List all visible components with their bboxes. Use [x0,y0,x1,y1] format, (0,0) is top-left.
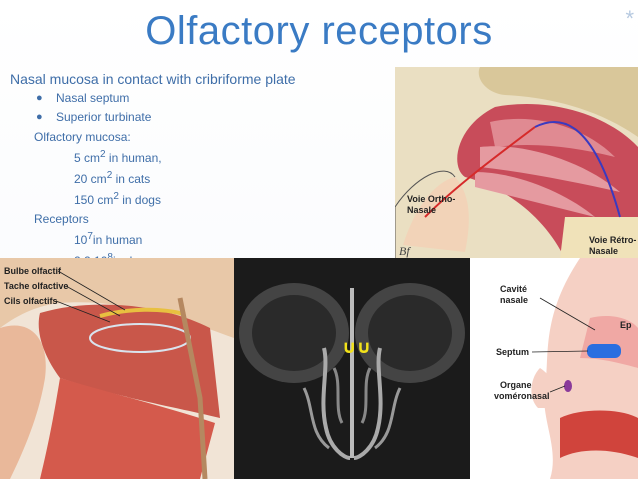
label-vomeronasal: voméronasal [494,391,550,401]
label-organe: Organe [500,380,532,390]
vomeronasal-illustration: Cavité nasale Septum Organe voméronasal … [470,258,638,479]
olfactory-marker-icon: ∪∪ [342,337,371,358]
label-cavite: Cavité [500,284,527,294]
bullet-item: Superior turbinate [36,108,390,127]
mucosa-heading: Olfactory mucosa: [34,130,131,144]
sagittal-nose-illustration: Voie Ortho- Nasale Voie Rétro- Nasale Bf [395,67,638,259]
label-voie-retro: Voie Rétro- [589,235,636,245]
mucosa-item: 5 cm2 in human, [74,149,162,165]
label-septum: Septum [496,347,529,357]
label-ep: Ep [620,320,632,330]
ct-scan-image: ∪∪ [234,258,470,479]
label-cils-olfactifs: Cils olfactifs [4,296,58,306]
mucosa-item: 20 cm2 in cats [74,170,151,186]
mucosa-item: 150 cm2 in dogs [74,191,161,207]
intro-text: Nasal mucosa in contact with cribriforme… [10,71,296,87]
label-tache-olfactive: Tache olfactive [4,281,68,291]
bullet-item: Nasal septum [36,89,390,108]
receptor-item: 107in human [74,231,143,247]
slide-title: Olfactory receptors [145,9,493,53]
label-nasale: nasale [500,295,528,305]
label-voie-ortho: Voie Ortho- [407,194,455,204]
corner-asterisk-icon: * [625,6,634,31]
slide-body: Nasal mucosa in contact with cribriforme… [10,70,390,270]
signature: Bf [399,244,411,258]
receptors-heading: Receptors [34,212,89,226]
label-nasale-left: Nasale [407,205,436,215]
head-anatomy-illustration: Bulbe olfactif Tache olfactive Cils olfa… [0,258,234,479]
label-nasale-right: Nasale [589,246,618,256]
label-bulbe-olfactif: Bulbe olfactif [4,266,62,276]
bullet-list: Nasal septum Superior turbinate [10,89,390,127]
